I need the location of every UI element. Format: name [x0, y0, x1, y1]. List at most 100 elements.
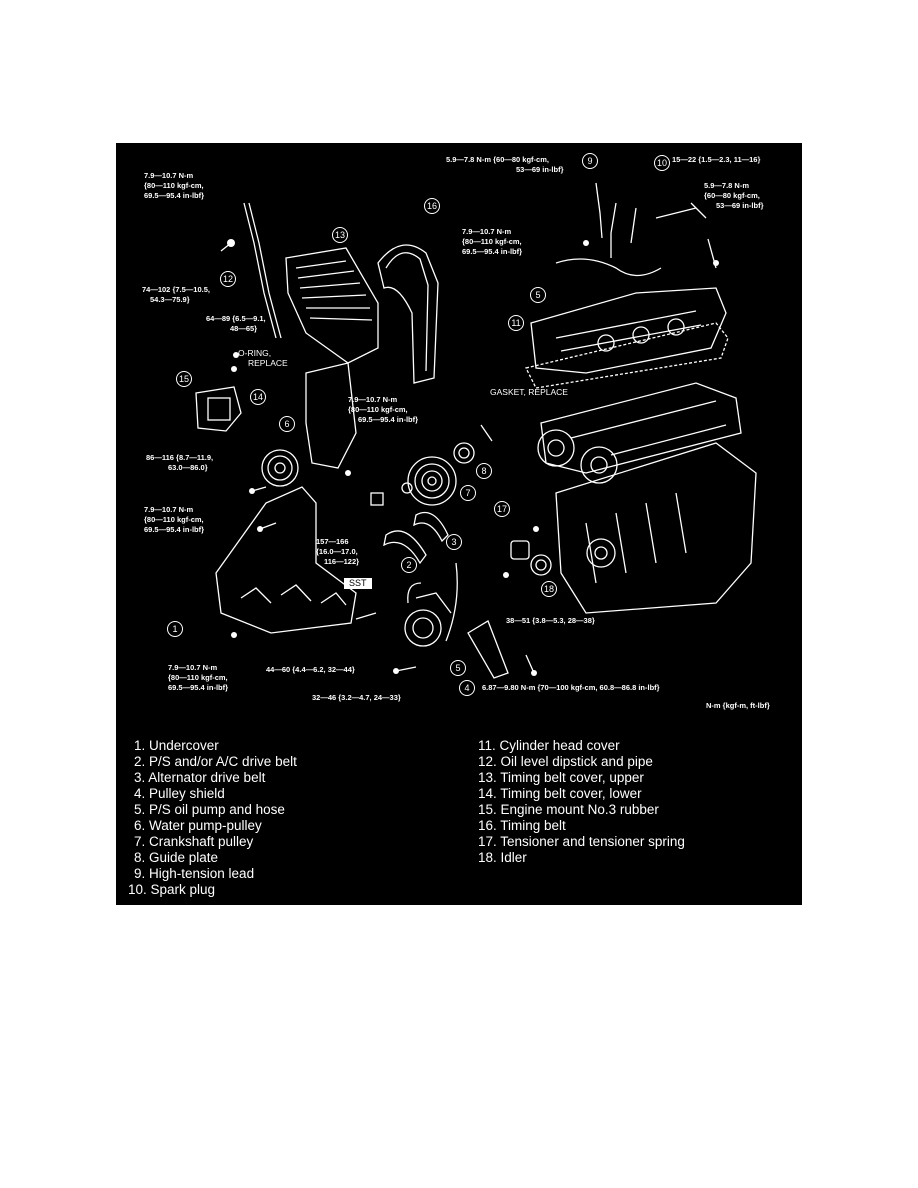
torque-line: 5.9—7.8 N-m {60—80 kgf-cm, [446, 155, 549, 164]
undercover-shape [215, 486, 357, 634]
guide-plate-shape [453, 442, 475, 464]
dipstick-pipe-inner [248, 202, 282, 339]
gasket-shape [525, 322, 729, 389]
torque-label-undercover-lower: 7.9—10.7 N-m {80—110 kgf-cm, 69.5—95.4 i… [168, 663, 228, 693]
annotation-line: O-RING, [238, 348, 272, 358]
legend-item: 17. Tensioner and tensioner spring [478, 834, 685, 849]
timing-cover-lower [305, 362, 357, 469]
callout-5: 5 [450, 660, 466, 676]
timing-belt-shape [377, 244, 439, 384]
callout-9: 9 [582, 153, 598, 169]
torque-line: 69.5—95.4 in-lbf} [144, 191, 205, 200]
torque-line: 64—89 {6.5—9.1, [206, 314, 266, 323]
legend-right: 11. Cylinder head cover 12. Oil level di… [478, 738, 685, 866]
torque-line: {80—110 kgf-cm, [462, 237, 522, 246]
torque-line: 86—116 {8.7—11.9, [146, 453, 214, 462]
torque-line: {80—110 kgf-cm, [144, 181, 204, 190]
callout-14: 14 [250, 389, 266, 405]
legend-item: 16. Timing belt [478, 818, 566, 833]
legend-item: 14. Timing belt cover, lower [478, 786, 642, 801]
tensioner-shape [510, 540, 530, 560]
callout-15: 15 [176, 371, 192, 387]
torque-label-timing-cover-lower: 7.9—10.7 N-m {80—110 kgf-cm, 69.5—95.4 i… [348, 395, 418, 425]
torque-label-water-pump-pulley: 86—116 {8.7—11.9, 63.0—86.0} [146, 453, 213, 473]
torque-line: 48—65} [230, 324, 258, 333]
torque-label-engine-mount-nut: 74—102 {7.5—10.5, 54.3—75.9} [142, 285, 210, 305]
legend-item: 3. Alternator drive belt [134, 770, 266, 785]
torque-line: 38—51 {3.8—5.3, 28—38} [506, 616, 595, 625]
callout-4: 4 [459, 680, 475, 696]
torque-line: 53—69 in-lbf} [516, 165, 564, 174]
torque-label-pulley-shield: 6.87—9.80 N-m {70—100 kgf-cm, 60.8—86.8 … [482, 683, 660, 693]
legend-item: 13. Timing belt cover, upper [478, 770, 644, 785]
engine-block-shape [555, 442, 757, 614]
torque-line: {60—80 kgf-cm, [704, 191, 760, 200]
callout-18: 18 [541, 581, 557, 597]
torque-label-head-cover-upper: 5.9—7.8 N-m {60—80 kgf-cm, 53—69 in-lbf} [704, 181, 764, 211]
head-cover-shape [530, 287, 727, 374]
legend-item: 11. Cylinder head cover [478, 738, 620, 753]
torque-line: 44—60 {4.4—6.2, 32—44} [266, 665, 355, 674]
annotation-line: REPLACE [248, 358, 288, 368]
callout-8: 8 [476, 463, 492, 479]
legend-item: 15. Engine mount No.3 rubber [478, 802, 659, 817]
callout-12: 12 [220, 271, 236, 287]
callout-17: 17 [494, 501, 510, 517]
oring-note: O-RING, REPLACE [238, 348, 288, 368]
callout-5-upper: 5 [530, 287, 546, 303]
torque-label-spark-plug: 15—22 {1.5—2.3, 11—16} [672, 155, 760, 165]
torque-line: 69.5—95.4 in-lbf} [462, 247, 523, 256]
callout-3: 3 [446, 534, 462, 550]
sst-tag: SST [344, 578, 372, 589]
cylinder-head-shape [540, 382, 742, 474]
annotation-line: GASKET, REPLACE [490, 387, 568, 397]
torque-line: 53—69 in-lbf} [716, 201, 764, 210]
legend-item: 8. Guide plate [134, 850, 219, 865]
torque-label-dipstick-bolt: 7.9—10.7 N-m {80—110 kgf-cm, 69.5—95.4 i… [144, 171, 204, 201]
legend-item: 10. Spark plug [128, 882, 216, 897]
callout-13: 13 [332, 227, 348, 243]
pulley-shield-shape [467, 620, 509, 679]
callout-1: 1 [167, 621, 183, 637]
torque-line: {80—110 kgf-cm, [168, 673, 228, 682]
torque-line: N-m {kgf-m, ft-lbf} [706, 701, 770, 710]
torque-line: 116—122} [324, 557, 360, 566]
torque-line: 7.9—10.7 N-m [462, 227, 512, 236]
callout-7: 7 [460, 485, 476, 501]
torque-units-note: N-m {kgf-m, ft-lbf} [706, 701, 770, 711]
ps-pump-shape [404, 609, 442, 647]
torque-line: 54.3—75.9} [150, 295, 190, 304]
torque-label-undercover-upper: 7.9—10.7 N-m {80—110 kgf-cm, 69.5—95.4 i… [144, 505, 204, 535]
crankshaft-pulley-shape [407, 456, 457, 506]
torque-line: {80—110 kgf-cm, [144, 515, 204, 524]
legend-item: 6. Water pump-pulley [134, 818, 262, 833]
dipstick-pipe [243, 202, 277, 339]
torque-label-head-cover-bolts: 7.9—10.7 N-m {80—110 kgf-cm, 69.5—95.4 i… [462, 227, 522, 257]
legend-item: 4. Pulley shield [134, 786, 225, 801]
torque-label-ps-pump-bracket: 44—60 {4.4—6.2, 32—44} [266, 665, 355, 675]
torque-line: 32—46 {3.2—4.7, 24—33} [312, 693, 401, 702]
torque-line: {80—110 kgf-cm, [348, 405, 408, 414]
legend-item: 2. P/S and/or A/C drive belt [134, 754, 297, 769]
torque-label-engine-mount-bolt: 64—89 {6.5—9.1, 48—65} [206, 314, 266, 334]
callout-11: 11 [508, 315, 524, 331]
callout-6: 6 [279, 416, 295, 432]
drive-belt-2 [383, 530, 427, 565]
callout-10: 10 [654, 155, 670, 171]
engine-exploded-view [195, 182, 757, 679]
drive-belt-3 [413, 511, 449, 543]
torque-line: 74—102 {7.5—10.5, [142, 285, 210, 294]
torque-line: 7.9—10.7 N-m [144, 505, 194, 514]
legend-item: 1. Undercover [134, 738, 219, 753]
callout-16: 16 [424, 198, 440, 214]
water-pump-pulley-shape [261, 449, 299, 487]
torque-line: 63.0—86.0} [168, 463, 208, 472]
torque-line: 69.5—95.4 in-lbf} [168, 683, 229, 692]
torque-label-crankshaft-bolt: 157—166 {16.0—17.0, 116—122} [316, 537, 359, 567]
torque-line: 6.87—9.80 N-m {70—100 kgf-cm, 60.8—86.8 … [482, 683, 660, 692]
engine-mount [195, 386, 242, 432]
gasket-note: GASKET, REPLACE [490, 387, 568, 397]
timing-cover-upper [285, 247, 379, 364]
legend-item: 9. High-tension lead [134, 866, 255, 881]
torque-line: 69.5—95.4 in-lbf} [358, 415, 419, 424]
